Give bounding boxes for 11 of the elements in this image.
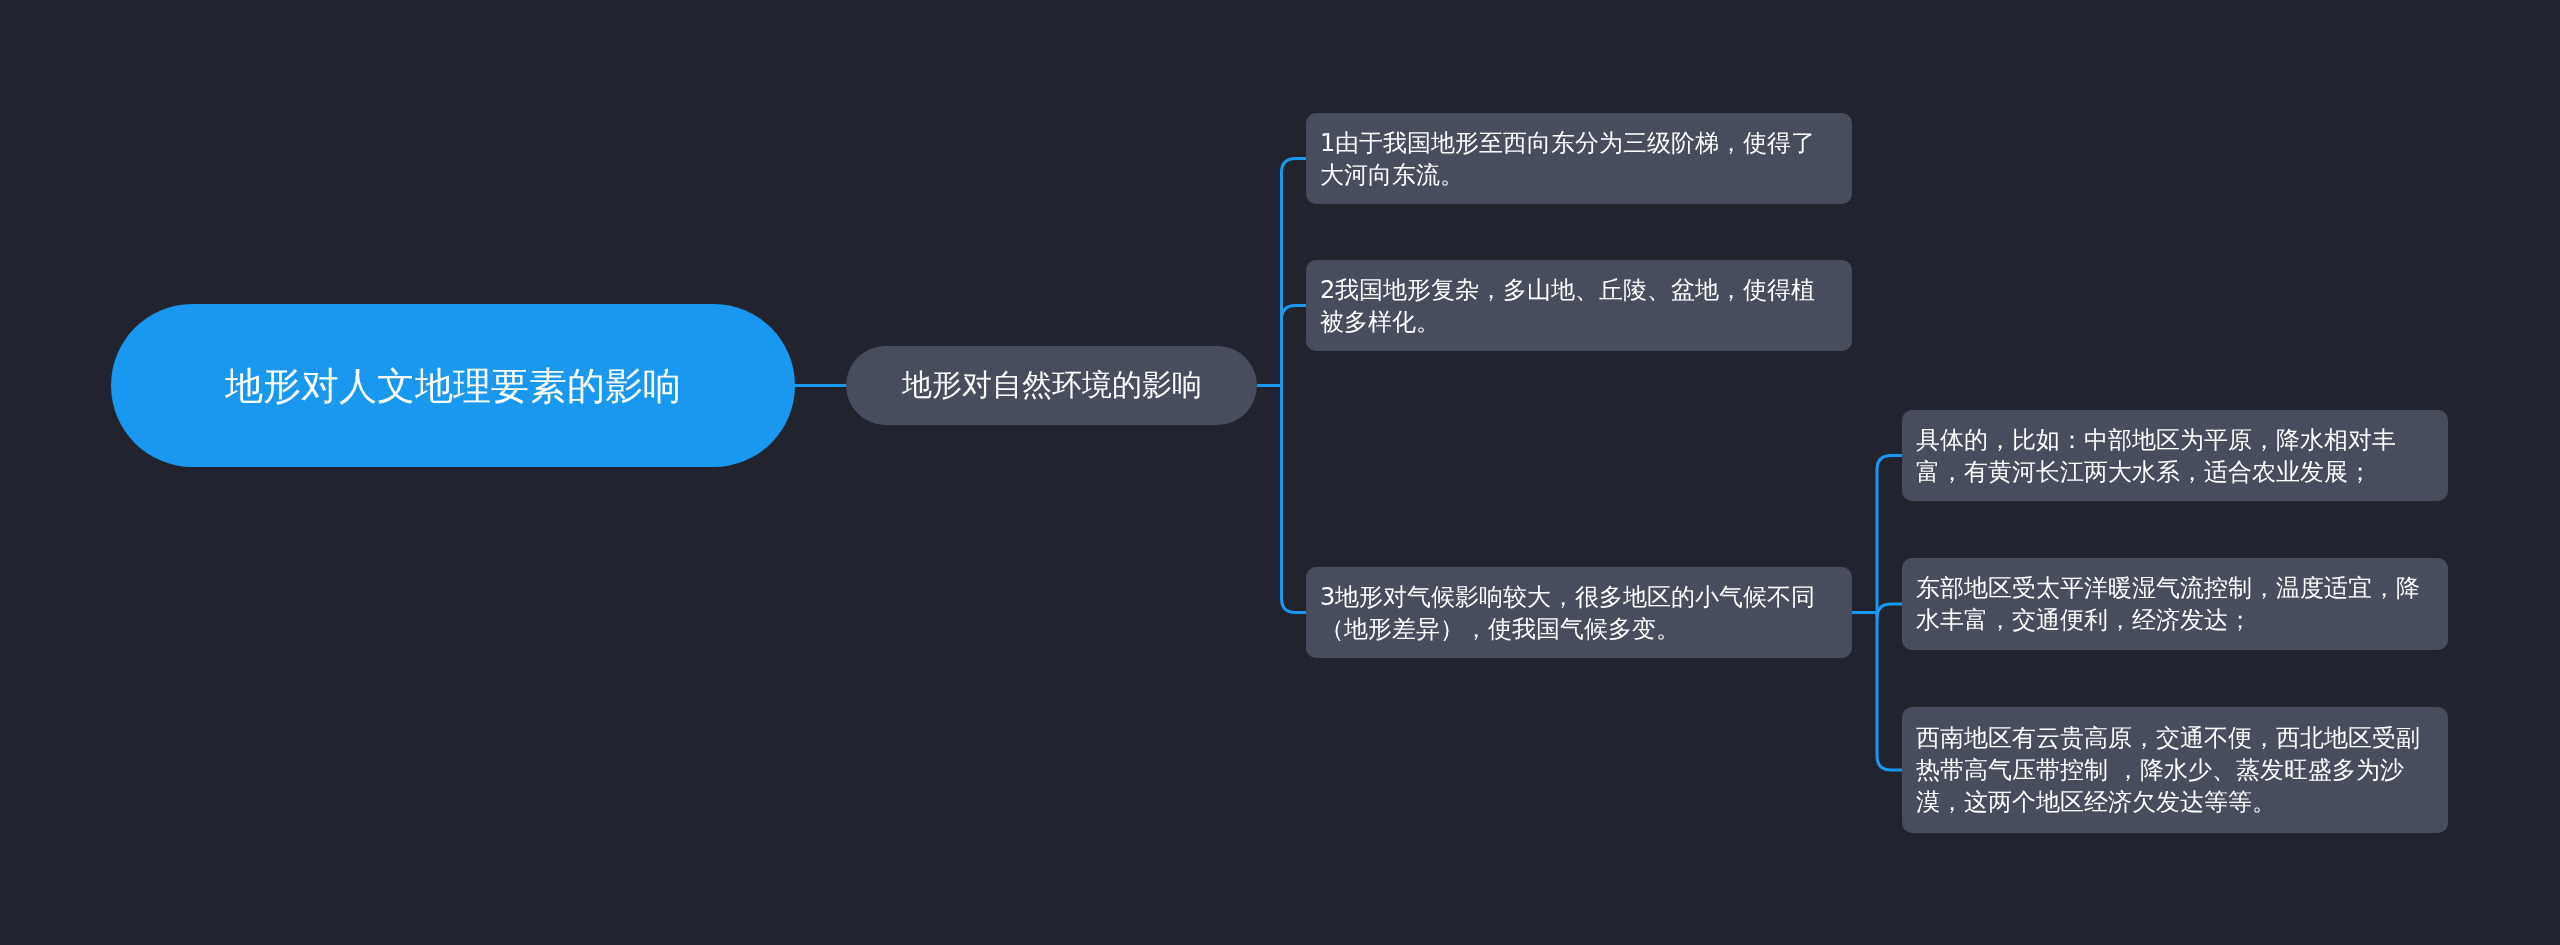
topic-box: 地形对自然环境的影响 bbox=[846, 346, 1257, 425]
connector-line bbox=[1852, 611, 1902, 772]
connector-line bbox=[795, 384, 846, 387]
subtopic-box: 2我国地形复杂，多山地、丘陵、盆地，使得植被多样化。 bbox=[1306, 260, 1852, 351]
subtopic-box: 1由于我国地形至西向东分为三级阶梯，使得了大河向东流。 bbox=[1306, 113, 1852, 204]
subtopic-box: 具体的，比如：中部地区为平原，降水相对丰富，有黄河长江两大水系，适合农业发展； bbox=[1902, 410, 2448, 501]
subtopic-box: 3地形对气候影响较大，很多地区的小气候不同（地形差异），使我国气候多变。 bbox=[1306, 567, 1852, 658]
subtopic-box: 西南地区有云贵高原，交通不便，西北地区受副热带高气压带控制 ，降水少、蒸发旺盛多为沙漠，这两个地区经济欠发达等等。 bbox=[1902, 707, 2448, 833]
subtopic-box: 东部地区受太平洋暖湿气流控制，温度适宜，降水丰富，交通便利，经济发达； bbox=[1902, 558, 2448, 650]
central-topic: 地形对人文地理要素的影响 bbox=[111, 304, 795, 467]
connector-line bbox=[1257, 384, 1306, 614]
